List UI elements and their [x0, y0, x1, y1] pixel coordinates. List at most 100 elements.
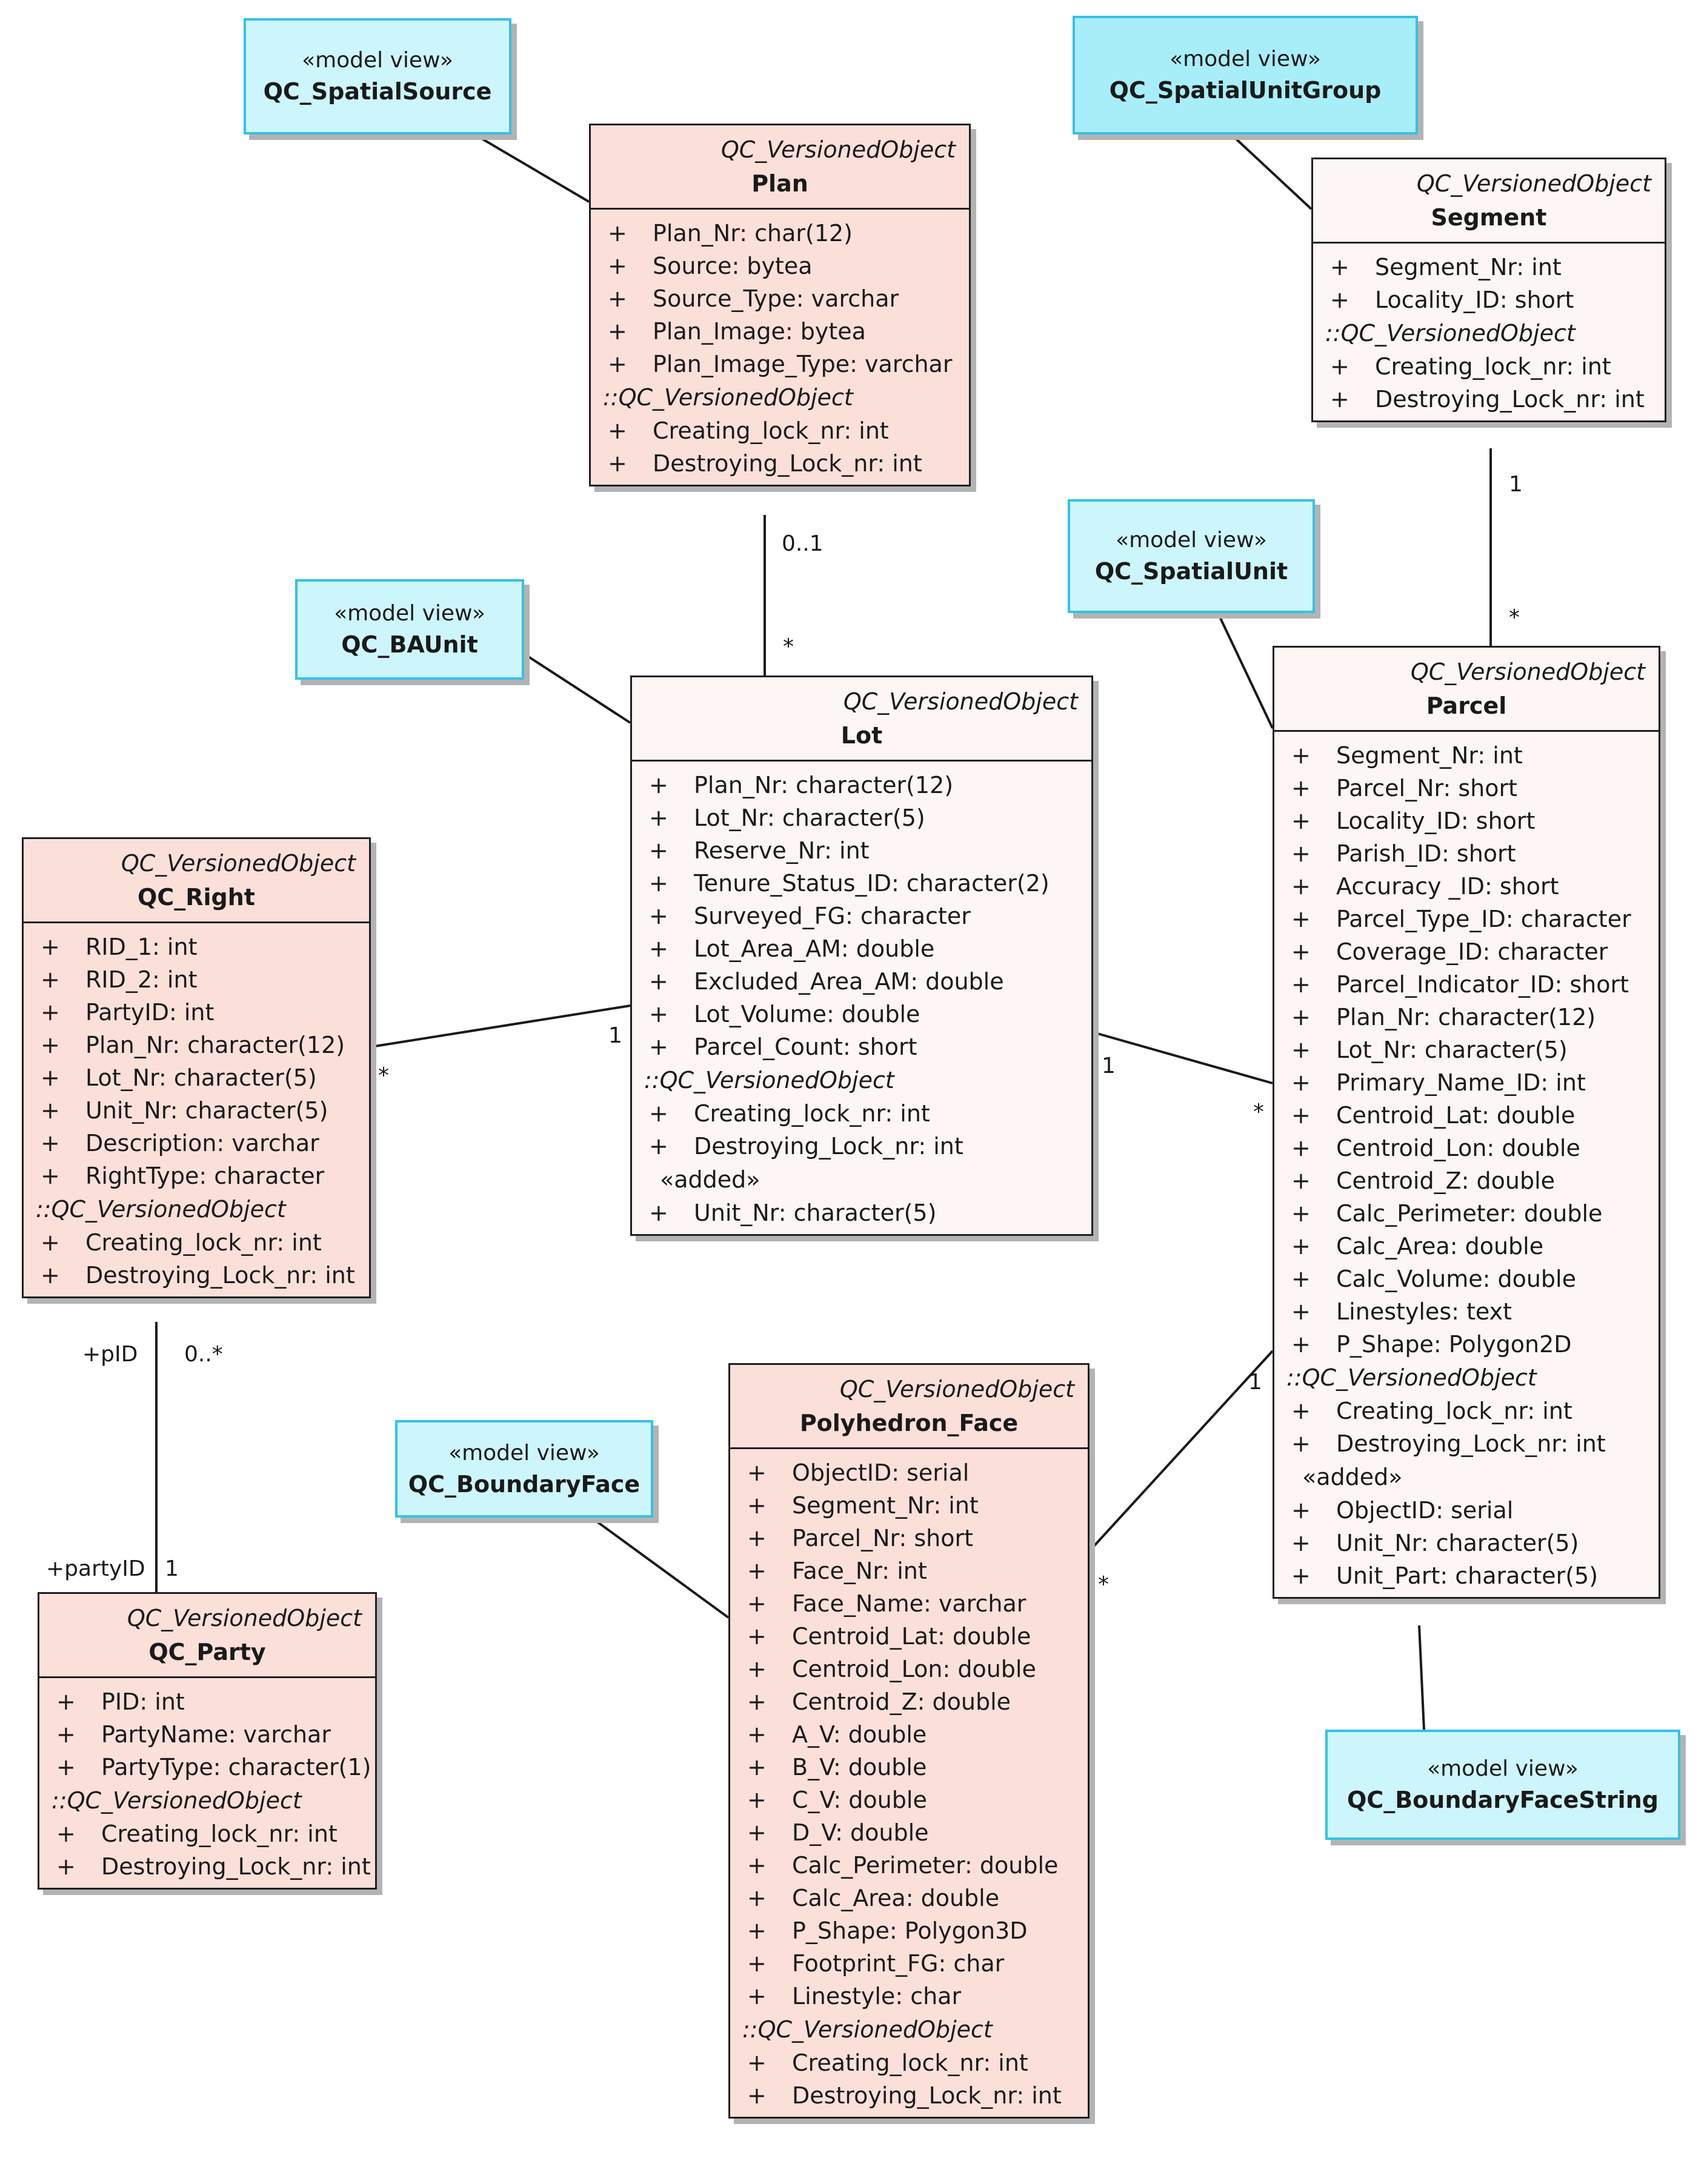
visibility-marker: + — [649, 1001, 668, 1027]
class-name: QC_Right — [138, 884, 255, 911]
model-view-qc-boundaryface[interactable]: «model view» QC_BoundaryFace — [395, 1420, 653, 1518]
edge-parcel-boundaryfacestring — [1418, 1625, 1425, 1730]
visibility-marker: + — [747, 1787, 767, 1813]
view-name: QC_BoundaryFaceString — [1347, 1787, 1659, 1813]
attribute-row: +Segment_Nr: int — [1325, 251, 1652, 284]
attribute-text: RID_2: int — [85, 966, 198, 993]
attribute-row: +Plan_Image_Type: varchar — [603, 348, 957, 380]
attribute-text: Lot_Volume: double — [694, 1001, 920, 1027]
attribute-text: Segment_Nr: int — [1375, 254, 1562, 280]
visibility-marker: + — [41, 999, 60, 1026]
attribute-text: P_Shape: Polygon3D — [792, 1917, 1028, 1944]
attribute-row: +Centroid_Lat: double — [1286, 1099, 1646, 1132]
attribute-row: + A_V: double — [742, 1718, 1076, 1751]
visibility-marker: + — [1291, 1430, 1311, 1457]
attribute-text: Excluded_Area_AM: double — [694, 968, 1004, 995]
class-attributes: +Plan_Nr: char(12)+Source: bytea+Source_… — [591, 210, 969, 485]
attribute-row: + Parcel_Nr: short — [742, 1522, 1076, 1555]
visibility-marker: + — [747, 1885, 767, 1911]
inherited-attribute-text: Creating_lock_nr: int — [1336, 1398, 1572, 1424]
visibility-marker: + — [1291, 1167, 1311, 1194]
visibility-marker: + — [747, 1754, 767, 1781]
attribute-row: +Source: bytea — [603, 250, 957, 282]
attribute-text: A_V: double — [792, 1721, 927, 1748]
attribute-row: +Calc_Perimeter: double — [742, 1849, 1076, 1882]
attribute-row: +PartyID: int — [36, 996, 357, 1029]
visibility-marker: + — [649, 1200, 668, 1226]
attribute-text: Parcel_Nr: short — [1336, 775, 1518, 802]
added-attribute-row: +Unit_Nr: character(5) — [1286, 1527, 1646, 1559]
inherited-section-label: ::QC_VersionedObject — [52, 1787, 302, 1814]
visibility-marker: + — [1291, 1331, 1311, 1358]
attribute-row: +B_V: double — [742, 1751, 1076, 1784]
attribute-row: +Segment_Nr: int — [1286, 739, 1646, 772]
attribute-text: PartyName: varchar — [101, 1721, 331, 1748]
attribute-row: +Plan_Nr: character(12) — [36, 1029, 357, 1061]
attribute-text: C_V: double — [792, 1787, 927, 1813]
visibility-marker: + — [41, 966, 60, 993]
attribute-row: +Plan_Nr: char(12) — [603, 217, 957, 250]
inherited-attribute-text: Creating_lock_nr: int — [694, 1100, 930, 1127]
model-view-qc-boundaryfacestring[interactable]: «model view» QC_BoundaryFaceString — [1325, 1730, 1680, 1840]
class-attributes: +ObjectID: serial+Segment_Nr: int+Parcel… — [730, 1449, 1088, 2117]
class-attributes: +Segment_Nr: int+Locality_ID: short::QC_… — [1313, 244, 1665, 420]
attribute-text: Centroid_Z: double — [792, 1688, 1011, 1715]
multiplicity-lot-end-plan-lot: * — [783, 634, 794, 659]
visibility-marker: + — [1291, 873, 1311, 900]
attribute-row: + P_Shape: Polygon2D — [1286, 1328, 1646, 1361]
visibility-marker: + — [56, 1853, 76, 1880]
attribute-row: +PartyName: varchar — [52, 1718, 363, 1751]
attribute-text: Centroid_Lon: double — [1336, 1135, 1580, 1161]
visibility-marker: + — [41, 1097, 60, 1124]
model-view-qc-baunit[interactable]: «model view» QC_BAUnit — [295, 579, 524, 680]
attribute-text: Locality_ID: short — [1375, 287, 1574, 313]
attribute-text: Parcel_Type_ID: character — [1336, 906, 1631, 932]
attribute-row: +Calc_Area: double — [1286, 1230, 1646, 1263]
model-view-qc-spatialunitgroup[interactable]: «model view» QC_SpatialUnitGroup — [1073, 16, 1418, 134]
attribute-text: Centroid_Lat: double — [792, 1623, 1031, 1650]
visibility-marker: + — [747, 1917, 767, 1944]
visibility-marker: + — [747, 1459, 767, 1486]
visibility-marker: + — [747, 1721, 767, 1748]
inherited-attribute-row: +Creating_lock_nr: int — [36, 1226, 357, 1259]
model-view-qc-spatialunit[interactable]: «model view» QC_SpatialUnit — [1068, 499, 1315, 613]
attribute-row: + Lot_Volume: double — [644, 998, 1079, 1031]
attribute-text: D_V: double — [792, 1819, 929, 1846]
attribute-text: PartyType: character(1) — [101, 1754, 371, 1781]
view-name: QC_SpatialSource — [263, 78, 492, 105]
added-attribute-row: + Unit_Nr: character(5) — [644, 1197, 1079, 1229]
attribute-text: Parcel_Count: short — [694, 1034, 917, 1060]
inherited-attribute-row: +Destroying_Lock_nr: int — [1325, 383, 1652, 416]
attribute-text: Centroid_Z: double — [1336, 1167, 1556, 1194]
visibility-marker: + — [747, 2050, 767, 2076]
attribute-text: Lot_Nr: character(5) — [85, 1064, 317, 1091]
attribute-row: +Locality_ID: short — [1325, 284, 1652, 316]
class-base-type: QC_VersionedObject — [843, 688, 1078, 715]
visibility-marker: + — [747, 1525, 767, 1552]
added-attribute-text: Unit_Nr: character(5) — [694, 1200, 937, 1226]
attribute-row: +RID_1: int — [36, 931, 357, 963]
class-base-type: QC_VersionedObject — [121, 850, 356, 877]
inherited-attribute-row: +Creating_lock_nr: int — [644, 1097, 1079, 1130]
attribute-row: +Lot_Nr: character(5) — [644, 802, 1079, 834]
attribute-text: P_Shape: Polygon2D — [1336, 1331, 1572, 1358]
attribute-row: +Plan_Image: bytea — [603, 315, 957, 348]
attribute-row: +Excluded_Area_AM: double — [644, 965, 1079, 998]
attribute-row: + P_Shape: Polygon3D — [742, 1914, 1076, 1947]
attribute-text: Parcel_Nr: short — [792, 1525, 974, 1552]
attribute-row: +Calc_Volume: double — [1286, 1263, 1646, 1295]
attribute-row: +Parish_ID: short — [1286, 837, 1646, 870]
attribute-row: +Face_Nr: int — [742, 1555, 1076, 1587]
attribute-row: +Surveyed_FG: character — [644, 900, 1079, 932]
visibility-marker: + — [649, 772, 668, 798]
visibility-marker: + — [56, 1754, 76, 1781]
attribute-text: Face_Name: varchar — [792, 1590, 1027, 1617]
model-view-qc-spatialsource[interactable]: «model view» QC_SpatialSource — [244, 18, 511, 134]
